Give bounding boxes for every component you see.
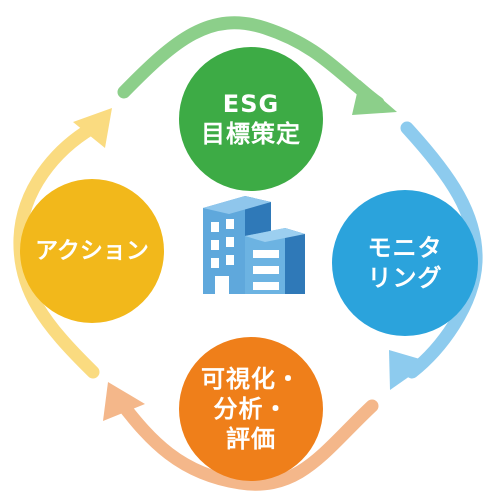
- step-esg-target-setting: ESG 目標策定: [179, 47, 323, 191]
- step-action-line1: アクション: [35, 238, 149, 264]
- step-evaluation-line2: 分析・: [213, 395, 289, 423]
- step-monitoring-line2: リング: [367, 264, 443, 292]
- arrow-action-to-esg: [13, 108, 112, 379]
- step-monitoring-line1: モニタ: [367, 234, 443, 262]
- step-action: アクション: [20, 179, 164, 323]
- step-evaluation-line3: 評価: [226, 425, 276, 453]
- step-esg-line2: 目標策定: [201, 120, 301, 148]
- office-building-icon: [203, 196, 305, 294]
- step-evaluation-line1: 可視化・: [201, 365, 301, 393]
- step-visualization-evaluation: 可視化・ 分析・ 評価: [179, 337, 323, 481]
- arrow-esg-to-monitoring: [117, 16, 397, 115]
- arrow-evaluation-to-action: [103, 382, 379, 491]
- step-monitoring: モニタ リング: [332, 190, 478, 336]
- step-esg-line1: ESG: [222, 90, 280, 118]
